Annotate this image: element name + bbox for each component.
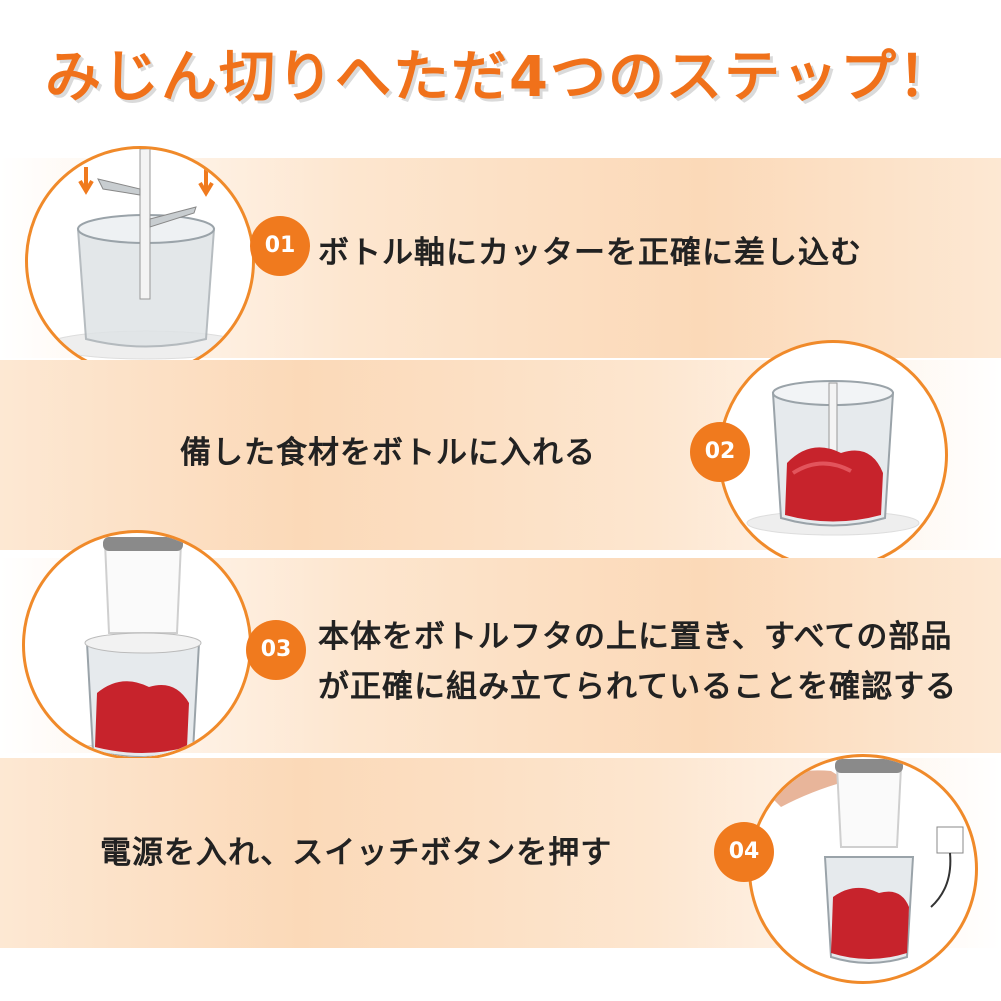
step-01-image [25, 146, 255, 376]
step-03-text-line-2: が正確に組み立てられていることを確認する [318, 669, 958, 705]
step-03-badge: 03 [246, 620, 306, 680]
assembled-chopper-illustration [56, 537, 230, 757]
step-03-text-line-1: 本体をボトルフタの上に置き、すべての部品 [318, 619, 953, 655]
blade-insert-illustration [47, 149, 245, 360]
bowl-with-meat-illustration [746, 380, 920, 536]
step-04-text: 電源を入れ、スイッチボタンを押す [100, 835, 613, 871]
step-02-badge: 02 [690, 422, 750, 482]
step-01-badge: 01 [250, 216, 310, 276]
step-04-badge: 04 [714, 822, 774, 882]
step-02-image [718, 340, 948, 570]
step-03-image [22, 530, 252, 760]
page-title: みじん切りへただ4つのステップ！ [45, 45, 956, 110]
press-button-illustration [761, 759, 964, 964]
step-01-text: ボトル軸にカッターを正確に差し込む [318, 235, 862, 271]
step-04-image [748, 754, 978, 984]
step-02-text: 備した食材をボトルに入れる [180, 435, 596, 471]
